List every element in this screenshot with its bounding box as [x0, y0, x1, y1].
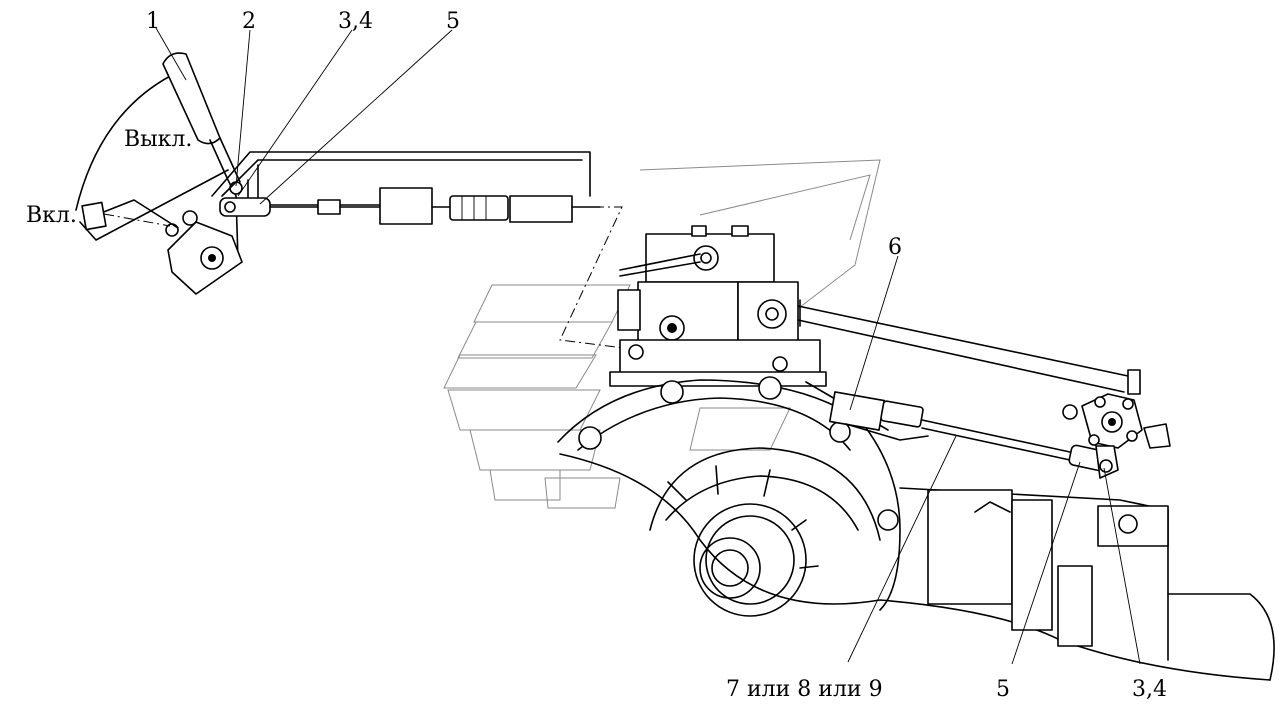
callout-5-bottom: 5	[996, 677, 1010, 702]
lever-assembly	[75, 52, 641, 351]
callout-1: 1	[146, 9, 160, 34]
callout-6: 6	[888, 235, 902, 260]
position-on-label: Вкл.	[26, 203, 77, 228]
callout-3-4-bottom: 3,4	[1132, 677, 1167, 702]
leader-lines	[155, 27, 1141, 665]
callout-3-4-top: 3,4	[338, 9, 373, 34]
clutch-housing	[557, 376, 1275, 681]
position-off-label: Выкл.	[124, 127, 192, 152]
valve-block	[609, 225, 1139, 393]
cable-assembly	[805, 369, 1171, 479]
floor-outline-pads	[443, 159, 881, 509]
callout-7-8-9: 7 или 8 или 9	[726, 677, 883, 702]
callout-2: 2	[242, 9, 256, 34]
callout-5-top: 5	[446, 9, 460, 34]
